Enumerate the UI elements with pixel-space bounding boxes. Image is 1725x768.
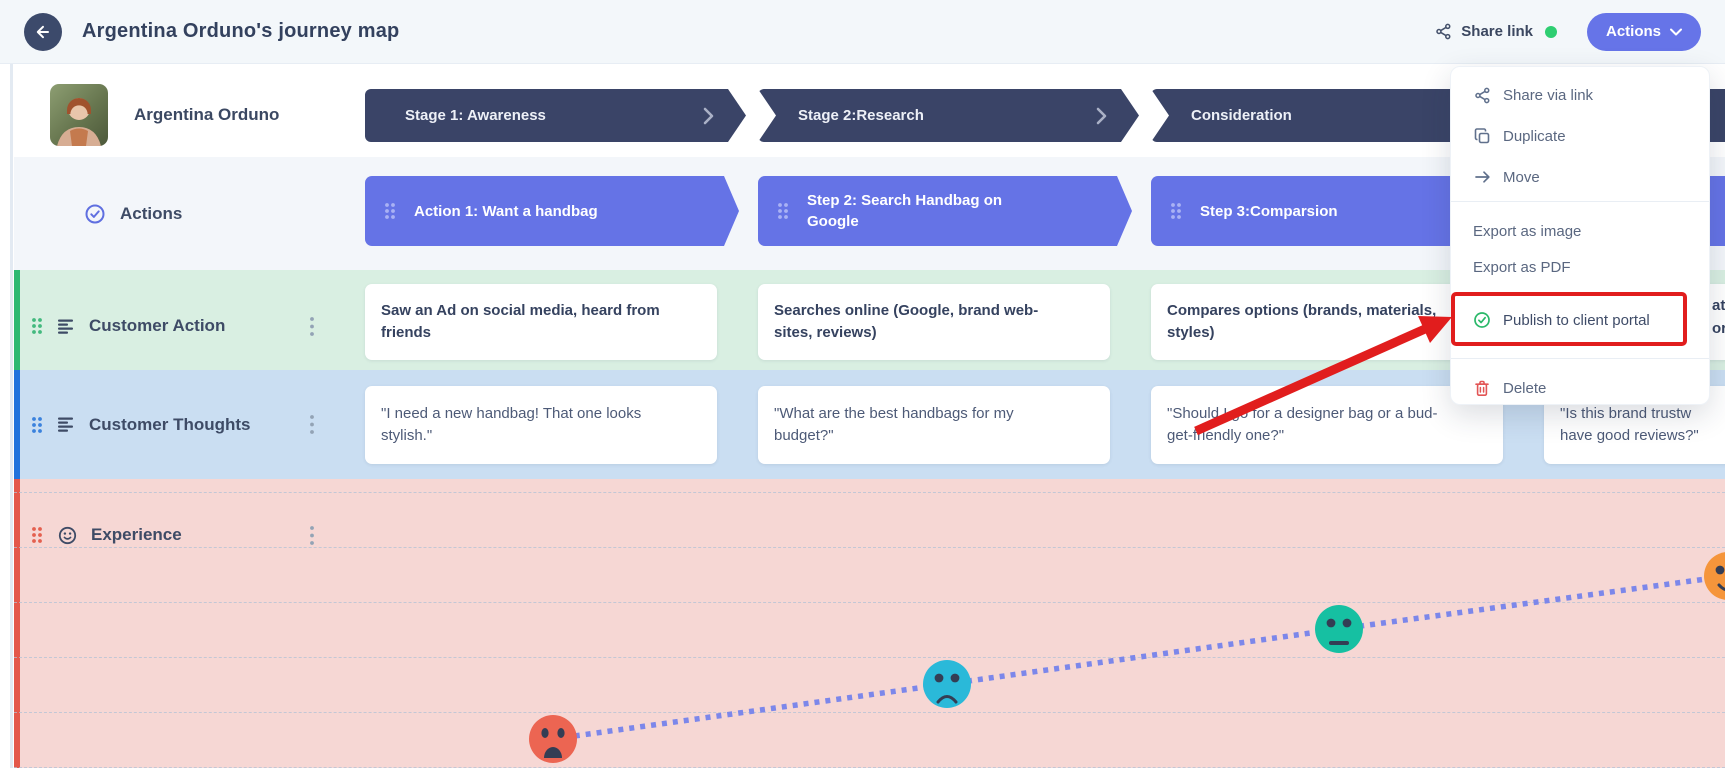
action-card-text: Step 2: Search Handbag on Google (807, 192, 1003, 230)
cell-text: "Should I go for a designer bag or a bud… (1167, 405, 1438, 444)
menu-item-duplicate[interactable]: Duplicate (1451, 116, 1709, 156)
cell-text: Searches online (Google, brand web- site… (774, 302, 1039, 341)
drag-handle-icon[interactable] (30, 525, 44, 545)
cell-text-fragment: ate (1712, 297, 1725, 314)
gridline (14, 657, 1725, 658)
menu-item-label: Share via link (1503, 86, 1594, 104)
cell-text: "What are the best handbags for my budge… (774, 405, 1014, 444)
cell-text: "Is this brand trustw have good reviews?… (1560, 405, 1699, 444)
chevron-right-icon (1096, 107, 1107, 125)
share-link-label: Share link (1461, 23, 1533, 40)
align-left-icon (58, 417, 75, 432)
customer-action-row-head: Customer Action (14, 276, 365, 376)
page-title: Argentina Orduno's journey map (82, 20, 400, 42)
actions-row-head: Actions (14, 157, 365, 270)
action-card[interactable]: Action 1: Want a handbag (365, 176, 739, 246)
share-status-dot (1545, 25, 1557, 38)
actions-button-label: Actions (1605, 23, 1661, 40)
stage-label: Consideration (1191, 107, 1292, 124)
gridline (14, 492, 1725, 493)
actions-row: Actions Action 1: Want a handbag Step 2:… (14, 157, 1725, 270)
journey-cell-card[interactable]: "I need a new handbag! That one looks st… (365, 386, 717, 464)
row-label-experience: Experience (91, 525, 182, 544)
action-card-text: Action 1: Want a handbag (414, 202, 598, 220)
experience-row: Experience (14, 479, 1725, 768)
menu-item-share-via-link[interactable]: Share via link (1451, 75, 1709, 115)
journey-cell-card[interactable]: Searches online (Google, brand web- site… (758, 284, 1110, 360)
action-card-text: Step 3:Comparsion (1200, 202, 1338, 220)
menu-item-label: Delete (1503, 379, 1547, 397)
row-accent-bar (14, 479, 20, 768)
row-accent-bar (14, 370, 20, 479)
persona-head: Argentina Orduno (14, 72, 365, 157)
kebab-menu-icon[interactable] (309, 414, 315, 435)
check-circle-icon (84, 203, 106, 225)
drag-handle-icon[interactable] (30, 316, 44, 336)
row-accent-bar (14, 270, 20, 370)
menu-item-export-as-pdf[interactable]: Export as PDF (1451, 249, 1709, 285)
cell-text: Saw an Ad on social media, heard from fr… (381, 302, 660, 341)
persona-avatar[interactable] (50, 83, 108, 146)
check-circle-icon (1473, 311, 1491, 329)
arrow-left-icon (34, 23, 52, 41)
menu-item-label: Export as PDF (1473, 258, 1571, 276)
app-header: Argentina Orduno's journey map Share lin… (0, 0, 1725, 64)
menu-divider (1451, 201, 1709, 202)
copy-icon (1473, 127, 1491, 145)
content-left-border (10, 64, 13, 768)
back-button[interactable] (24, 12, 62, 51)
gridline (14, 547, 1725, 548)
trash-icon (1473, 380, 1491, 397)
share-nodes-icon (1435, 23, 1452, 40)
menu-item-label: Publish to client portal (1503, 311, 1650, 329)
menu-divider (1451, 358, 1709, 359)
cell-text: Compares options (brands, materials, sty… (1167, 302, 1437, 341)
customer-action-row: Customer Action Saw an Ad on social medi… (14, 270, 1725, 370)
drag-handle-icon[interactable] (1169, 201, 1183, 221)
stage-label: Stage 2:Research (798, 107, 924, 124)
drag-handle-icon[interactable] (383, 201, 397, 221)
menu-item-delete[interactable]: Delete (1451, 368, 1709, 408)
header-right: Share link Actions (1435, 12, 1701, 51)
share-nodes-icon (1473, 87, 1491, 104)
menu-item-export-as-image[interactable]: Export as image (1451, 213, 1709, 249)
experience-row-head: Experience (14, 507, 365, 563)
stage-bar-research[interactable]: Stage 2:Research (758, 89, 1139, 142)
menu-item-publish-to-client-portal[interactable]: Publish to client portal (1451, 300, 1709, 340)
chevron-down-icon (1670, 28, 1682, 36)
stage-bar-awareness[interactable]: Stage 1: Awareness (365, 89, 746, 142)
share-link-button[interactable]: Share link (1435, 23, 1533, 40)
persona-name[interactable]: Argentina Orduno (134, 104, 280, 124)
kebab-menu-icon[interactable] (309, 525, 315, 546)
drag-handle-icon[interactable] (776, 201, 790, 221)
row-label-actions: Actions (120, 203, 183, 223)
kebab-menu-icon[interactable] (309, 316, 315, 337)
stage-label: Stage 1: Awareness (405, 107, 546, 124)
actions-dropdown-menu: Share via link Duplicate Move Export as … (1450, 66, 1710, 405)
smiley-icon (58, 526, 77, 545)
action-card[interactable]: Step 2: Search Handbag on Google (758, 176, 1132, 246)
persona-stage-row: Argentina Orduno Stage 1: Awareness Stag… (14, 64, 1725, 157)
cell-text: "I need a new handbag! That one looks st… (381, 405, 642, 444)
row-label-customer-thoughts: Customer Thoughts (89, 414, 251, 434)
cell-text-fragment: or (1712, 320, 1725, 337)
align-left-icon (58, 319, 75, 334)
customer-thoughts-row-head: Customer Thoughts (14, 370, 365, 479)
journey-cell-card[interactable]: Saw an Ad on social media, heard from fr… (365, 284, 717, 360)
row-label-customer-action: Customer Action (89, 316, 226, 335)
menu-item-label: Move (1503, 168, 1540, 186)
gridline (14, 602, 1725, 603)
drag-handle-icon[interactable] (30, 415, 44, 435)
arrow-right-icon (1473, 170, 1491, 184)
gridline (14, 712, 1725, 713)
actions-button[interactable]: Actions (1587, 12, 1701, 51)
menu-item-move[interactable]: Move (1451, 157, 1709, 197)
chevron-right-icon (703, 107, 714, 125)
journey-cell-card[interactable]: "What are the best handbags for my budge… (758, 386, 1110, 464)
menu-item-label: Export as image (1473, 222, 1582, 240)
menu-item-label: Duplicate (1503, 127, 1566, 145)
persona-photo-placeholder (57, 97, 101, 146)
